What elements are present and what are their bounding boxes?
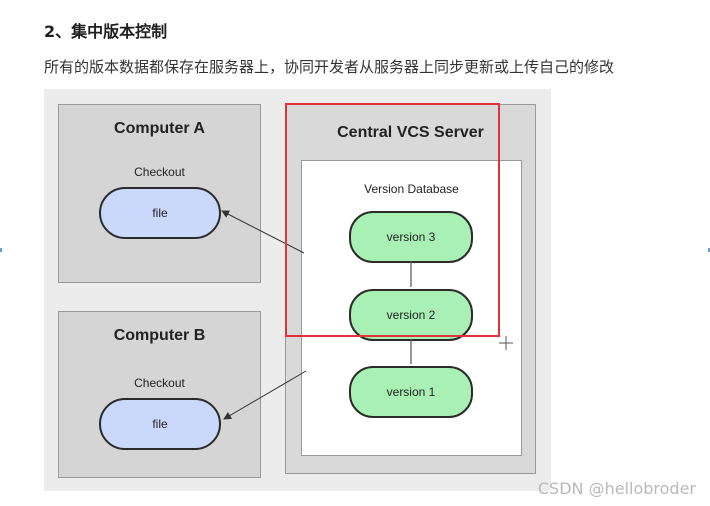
checkout-arrow-a [221,210,305,254]
checkout-arrow-b [223,370,307,420]
central-server-title: Central VCS Server [337,124,484,141]
computer-a-box: Computer A Checkout file [58,104,261,283]
computer-a-checkout-label: Checkout [134,165,185,179]
computer-a-file: file [99,187,221,239]
computer-b-box: Computer B Checkout file [58,311,261,478]
computer-b-file: file [99,398,221,450]
computer-b-checkout-label: Checkout [134,376,185,390]
version-database-label: Version Database [364,182,459,196]
left-edge-mark [0,248,2,252]
crosshair-cursor-icon [499,336,513,350]
computer-a-title: Computer A [114,120,205,137]
version-database-box: Version Database version 3 version 2 ver… [301,160,522,456]
version-3-node: version 3 [349,211,473,263]
watermark: CSDN @hellobroder [537,479,696,498]
diagram-connectors [221,210,412,420]
version-2-node: version 2 [349,289,473,341]
computer-b-title: Computer B [113,327,206,344]
section-description: 所有的版本数据都保存在服务器上，协同开发者从服务器上同步更新或上传自己的修改 [44,58,615,76]
right-edge-mark [708,248,710,252]
vcs-diagram: Computer A Checkout file Computer B Chec… [44,89,551,491]
version-1-node: version 1 [349,366,473,418]
section-heading: 2、集中版本控制 [44,22,168,41]
central-server-box: Central VCS Server Version Database vers… [285,104,536,474]
